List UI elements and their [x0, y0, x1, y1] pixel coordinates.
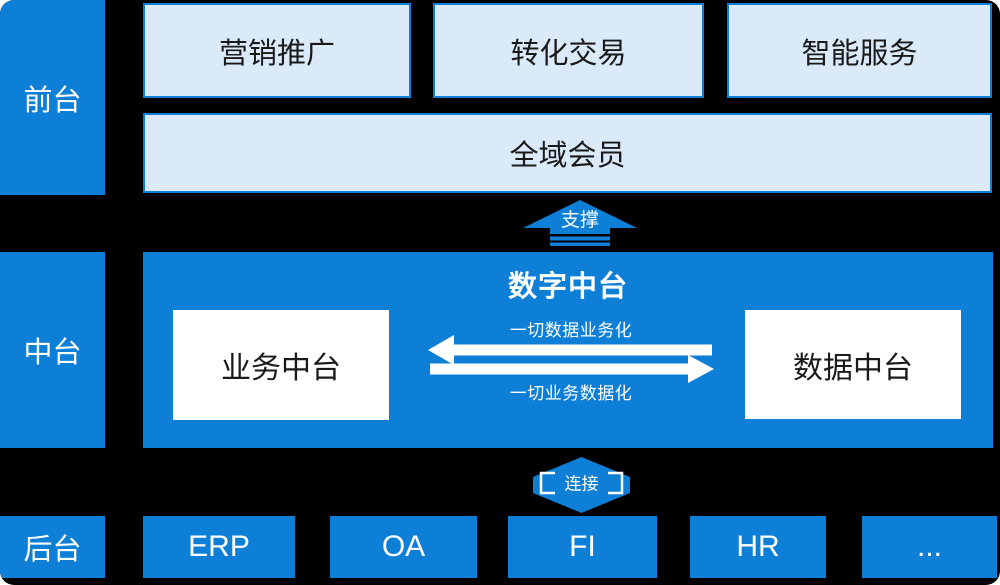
front-office-tier-text: 前台 — [23, 84, 82, 117]
support-arrow-label: 支撑 — [561, 209, 599, 231]
digital-platform-title: 数字中台 — [507, 271, 628, 303]
digital-platform-panel: 数字中台 业务中台 数据中台 一切数据业务化 一切业务数据化 — [143, 252, 993, 448]
back-system-fi: FI — [508, 516, 657, 578]
right-arrow-icon — [430, 355, 714, 383]
up-down-arrow-icon: 连接 — [533, 457, 630, 513]
back-office-tier-label: 后台 — [0, 516, 105, 578]
up-arrow-icon: 支撑 — [523, 200, 637, 246]
business-platform-box: 业务中台 — [173, 310, 389, 420]
front-box-smart-service: 智能服务 — [727, 3, 992, 98]
connect-arrow: 连接 — [533, 457, 630, 518]
support-arrow: 支撑 — [520, 199, 640, 251]
back-system-oa: OA — [330, 516, 477, 578]
back-office-tier-text: 后台 — [23, 534, 82, 566]
data-platform-box: 数据中台 — [745, 310, 961, 419]
left-arrow-icon — [428, 335, 712, 365]
front-box-conversion: 转化交易 — [433, 3, 704, 98]
flow-label-business-to-data: 一切业务数据化 — [509, 384, 633, 403]
back-system-erp-text: ERP — [188, 530, 250, 563]
front-box-omni-member-text: 全域会员 — [509, 140, 626, 172]
back-system-more-text: ... — [916, 530, 942, 563]
front-box-conversion-text: 转化交易 — [510, 37, 627, 70]
flow-label-data-to-business: 一切数据业务化 — [509, 321, 633, 340]
data-platform-text: 数据中台 — [793, 351, 913, 385]
back-system-oa-text: OA — [381, 530, 426, 563]
back-system-hr-text: HR — [736, 530, 780, 563]
front-box-omni-member: 全域会员 — [143, 113, 992, 193]
back-system-fi-text: FI — [569, 530, 596, 563]
front-box-smart-service-text: 智能服务 — [801, 37, 918, 70]
front-box-marketing: 营销推广 — [143, 3, 411, 98]
back-system-hr: HR — [690, 516, 826, 578]
back-system-erp: ERP — [143, 516, 295, 578]
front-office-tier-label: 前台 — [0, 0, 105, 195]
middle-office-tier-text: 中台 — [23, 337, 82, 369]
business-platform-text: 业务中台 — [221, 352, 341, 385]
front-box-marketing-text: 营销推广 — [218, 37, 335, 70]
middle-office-tier-label: 中台 — [0, 252, 105, 448]
back-system-more: ... — [862, 516, 997, 578]
connect-arrow-label: 连接 — [565, 475, 599, 494]
